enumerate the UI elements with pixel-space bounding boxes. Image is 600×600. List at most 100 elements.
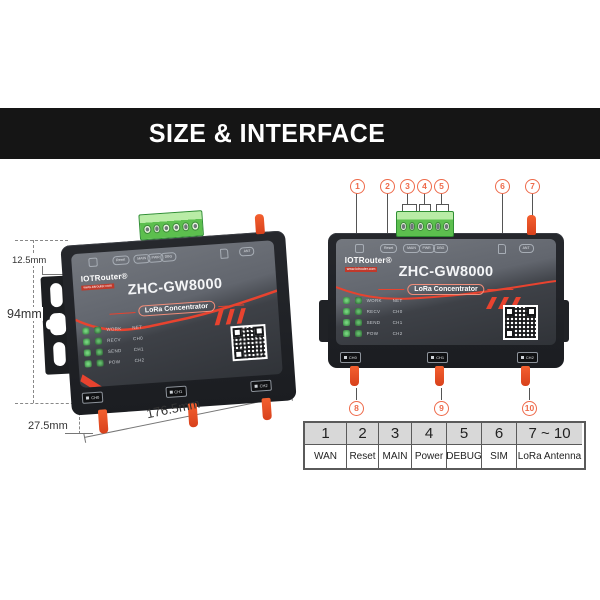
qr-finder: [232, 327, 243, 338]
brand-logo: IOTRouter®: [344, 255, 392, 265]
device-front-panel: Reset MAIN PWR DBG ANT IOTRouter® www.io…: [70, 240, 283, 389]
table-value-cell: Reset: [346, 445, 378, 468]
dimension-ext-top: [15, 240, 68, 241]
callout-5: 5: [434, 179, 449, 194]
debug-port-marking: DBG: [432, 244, 449, 253]
led-label: SEND: [366, 320, 381, 326]
terminal-block: [138, 210, 204, 241]
callout-line-8: [356, 388, 357, 400]
terminal-screw: [172, 222, 181, 233]
dimension-bracket-line: [42, 274, 68, 275]
dimension-depth-tick: [65, 433, 93, 434]
antenna-marking: ANT: [239, 246, 255, 257]
callout-1: 1: [350, 179, 365, 194]
lora-antenna-connector: [521, 366, 530, 386]
terminal-screw: [443, 222, 451, 231]
led: [82, 326, 90, 335]
led-label: NET: [132, 324, 143, 330]
reset-marking: Reset: [111, 255, 130, 266]
table-value-cell: Power: [411, 445, 446, 468]
table-value-cell: WAN: [314, 451, 337, 462]
device-front-view: Reset MAIN PWR DBG ANT IOTRouter® www.io…: [328, 211, 564, 386]
callout-2: 2: [380, 179, 395, 194]
wan-port-icon: [354, 244, 364, 253]
antenna-port-text: CH2: [259, 382, 268, 389]
callout-line-1: [356, 192, 357, 237]
main-port-marking: MAIN: [403, 244, 420, 253]
callout-line-7: [532, 192, 533, 216]
terminal-screw: [408, 222, 416, 231]
led: [84, 359, 92, 368]
antenna-port-text: CH1: [174, 388, 183, 395]
led: [342, 308, 350, 316]
model-name: ZHC-GW8000: [398, 264, 494, 281]
antenna-icon: [169, 390, 173, 394]
callout-line-2: [387, 192, 388, 237]
led-label: CH0: [392, 309, 403, 315]
callout-bracket-4: [419, 204, 431, 213]
terminal-screw: [143, 224, 152, 235]
top-port-markings: Reset MAIN PWR DBG ANT: [336, 244, 556, 254]
lora-antenna-connector: [97, 409, 109, 434]
callout-line-4: [424, 192, 425, 204]
table-header-cell: 6: [481, 423, 516, 445]
led-label: WORK: [366, 298, 382, 304]
bracket-slot: [52, 341, 67, 367]
panel-red-accents: [75, 289, 278, 389]
led: [83, 348, 92, 357]
section-title: SIZE & INTERFACE: [148, 118, 386, 148]
antenna-port-label: CH1: [427, 352, 449, 363]
debug-port-marking: DBG: [160, 252, 177, 263]
terminal-screw: [191, 221, 200, 231]
section-banner: SIZE & INTERFACE: [0, 108, 600, 159]
callout-line-5: [441, 192, 442, 204]
table-header-cell: 4: [411, 423, 446, 445]
led: [82, 337, 91, 346]
terminal-screw: [400, 222, 407, 231]
antenna-port-label: CH2: [516, 352, 538, 363]
callout-9: 9: [434, 401, 449, 416]
antenna-port-text: CH0: [348, 355, 357, 360]
dimension-ext-bottom: [15, 403, 79, 404]
product-badge: LoRa Concentrator: [378, 283, 515, 295]
terminal-screw: [152, 224, 162, 234]
qr-finder: [254, 326, 265, 336]
led: [354, 297, 362, 305]
antenna-icon: [343, 356, 347, 359]
sim-icon: [497, 244, 506, 254]
led-label: POW: [366, 331, 379, 337]
power-port-marking: PWR: [418, 244, 435, 253]
led: [354, 308, 362, 316]
lora-antenna-connector: [350, 366, 359, 386]
device-side-view: Reset MAIN PWR DBG ANT IOTRouter® www.io…: [60, 210, 297, 434]
dimension-bracket-label: 12.5mm: [11, 255, 48, 266]
dimension-bracket-tick-left: [42, 266, 43, 275]
qr-finder: [505, 328, 515, 338]
callout-line-6: [502, 192, 503, 237]
terminal-block: [396, 211, 454, 237]
lora-antenna-connector: [261, 397, 272, 421]
terminal-screw: [181, 221, 190, 232]
wan-port-icon: [88, 257, 99, 268]
dimension-height-line: [33, 240, 34, 403]
led-label: CH0: [132, 335, 144, 341]
led-label: RECV: [106, 336, 121, 343]
led: [354, 330, 362, 338]
led: [94, 326, 102, 334]
terminal-screw: [162, 223, 171, 233]
qr-finder: [527, 306, 537, 316]
led-label: SEND: [107, 347, 122, 354]
callout-10: 10: [522, 401, 537, 416]
terminal-screw: [417, 222, 425, 231]
led: [94, 337, 103, 345]
callout-8: 8: [349, 401, 364, 416]
led: [342, 297, 350, 305]
qr-code: [230, 324, 268, 362]
bracket-slot: [49, 282, 64, 308]
table-value-cell: MAIN: [378, 445, 411, 468]
lora-antenna-connector: [527, 215, 536, 235]
antenna-port-text: CH2: [525, 355, 534, 360]
